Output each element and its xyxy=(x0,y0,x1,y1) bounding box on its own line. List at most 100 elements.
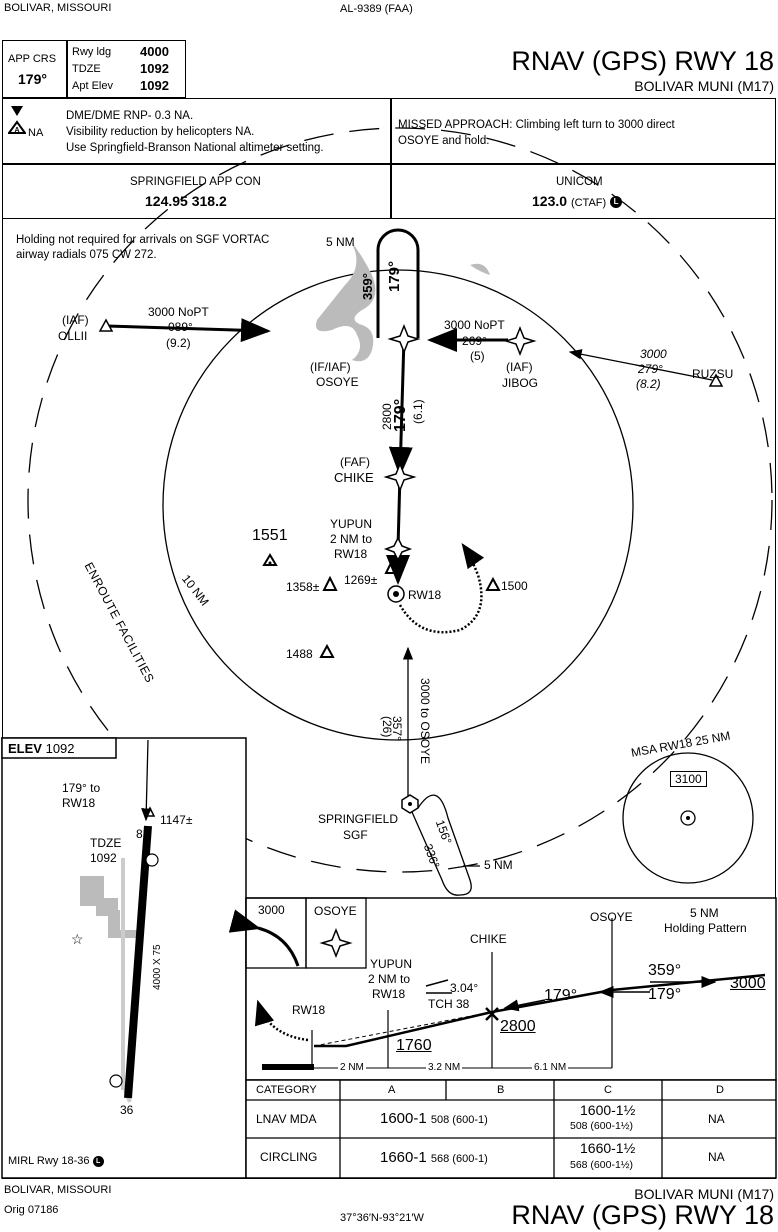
unicom-freq-line: 123.0 (CTAF) L xyxy=(532,193,623,209)
app-crs-label: APP CRS xyxy=(8,53,57,65)
jibog-label: JIBOG xyxy=(502,376,539,390)
obstacle-1358-value: 1358 xyxy=(286,580,313,594)
lake-shape-2 xyxy=(470,263,490,275)
ad-crs-1: 179° to xyxy=(62,781,101,795)
yupun-line-2: 2 NM to xyxy=(330,532,373,546)
footer-airport: BOLIVAR MUNI (M17) xyxy=(634,1186,774,1202)
obstacle-1500 xyxy=(485,576,501,591)
beacon-icon: ☆ xyxy=(71,931,84,947)
msa-circle xyxy=(622,752,754,884)
missed-approach-line-1: MISSED APPROACH: Climbing left turn to 3… xyxy=(398,119,675,131)
ad-obstacle-icon xyxy=(144,806,156,817)
obstacle-1269 xyxy=(384,560,398,574)
profile-rw18: RW18 xyxy=(292,1003,326,1017)
segment-dist: (6.1) xyxy=(411,399,425,424)
profile-yupun-3: RW18 xyxy=(372,987,406,1001)
vortac-route-dist: (26) xyxy=(380,716,394,738)
obstacle-1488 xyxy=(319,643,335,658)
note-3: Use Springfield-Branson National altimet… xyxy=(66,142,324,154)
na-symbol: NA xyxy=(28,127,44,139)
chike-label: CHIKE xyxy=(334,470,374,485)
lnav-label: LNAV MDA xyxy=(256,1112,317,1126)
ollii-alt: 3000 NoPT xyxy=(148,305,209,319)
minima-header-category: CATEGORY xyxy=(256,1084,317,1096)
runway-bottom-number: 36 xyxy=(120,1103,134,1117)
pilot-controlled-lighting-icon-2: L xyxy=(92,1155,104,1167)
jibog-fix xyxy=(503,325,537,357)
profile-dist-2: 3.2 NM xyxy=(426,1062,463,1073)
runway-18-36 xyxy=(124,825,152,1099)
minima-header-d: D xyxy=(716,1084,724,1096)
msa-altitude: 3100 xyxy=(670,771,707,787)
profile-crs-b: 179° xyxy=(648,986,682,1003)
yupun-fix xyxy=(383,536,413,562)
profile-dist-3: 6.1 NM xyxy=(532,1062,569,1073)
elev-value: 1092 xyxy=(45,741,75,756)
ad-crs-2: RW18 xyxy=(62,796,96,810)
note-2: Visibility reduction by helicopters NA. xyxy=(66,126,255,138)
footer-orig: Orig 07186 xyxy=(4,1204,59,1216)
obstacle-1358 xyxy=(322,575,338,591)
briefing-divider xyxy=(66,40,68,98)
osoye-hold xyxy=(376,228,420,338)
comms-divider xyxy=(390,164,392,219)
ollii-crs: 089° xyxy=(168,320,193,334)
circling-c-sub: 568 (600-1½) xyxy=(570,1159,634,1171)
obstacle-1551-label: 1551 xyxy=(252,527,288,544)
ollii-iaf: (IAF) xyxy=(62,313,89,327)
profile-osoye: OSOYE xyxy=(590,910,633,924)
final-crs-359: 359° xyxy=(360,273,375,300)
lighting-line: MIRL Rwy 18-36 L xyxy=(8,1155,104,1167)
yupun-label: YUPUN xyxy=(330,517,373,531)
apt-elev-value: 1092 xyxy=(140,78,169,93)
segment-crs: 179° xyxy=(392,398,409,432)
enroute-ring xyxy=(27,127,773,873)
apt-elev-label: Apt Elev xyxy=(72,80,113,92)
final-crs-179: 179° xyxy=(386,260,403,292)
profile-chike: CHIKE xyxy=(470,932,507,946)
lnav-c-sub: 508 (600-1½) xyxy=(570,1120,634,1132)
lnav-ab-sub: 508 (600-1) xyxy=(430,1114,488,1126)
ollii-label: OLLII xyxy=(58,329,88,343)
circling-d: NA xyxy=(708,1150,725,1164)
comms-box xyxy=(2,164,776,219)
jibog-crs: 269° xyxy=(462,334,487,348)
profile-missed-fix: OSOYE xyxy=(314,904,357,918)
jibog-alt: 3000 NoPT xyxy=(444,318,505,332)
circling-ab-main: 1660-1 xyxy=(380,1149,427,1166)
jibog-dist: (5) xyxy=(470,349,485,363)
ctaf-label: (CTAF) xyxy=(570,197,607,209)
profile-frame xyxy=(245,897,777,1081)
notes-divider xyxy=(390,98,392,164)
ad-tdze-value: 1092 xyxy=(90,851,117,865)
jibog-iaf: (IAF) xyxy=(506,360,533,374)
obstacle-1488-label: 1488 xyxy=(286,647,313,661)
chike-faf: (FAF) xyxy=(340,455,370,469)
yupun-line-3: RW18 xyxy=(334,547,368,561)
elev-label-line: ELEV 1092 xyxy=(8,741,75,756)
obstacle-1269-value: 1269 xyxy=(344,573,371,587)
obstacle-1269-label: 1269± xyxy=(344,573,378,587)
lnav-ab-line: 1600-1 508 (600-1) xyxy=(380,1110,488,1127)
lighting-label: MIRL Rwy 18-36 xyxy=(8,1155,90,1167)
lnav-ab-main: 1600-1 xyxy=(380,1110,427,1127)
briefing-box xyxy=(2,40,186,98)
elev-label: ELEV xyxy=(8,741,42,756)
ad-obstacle-value: 1147 xyxy=(160,813,186,827)
holding-note-2: airway radials 075 CW 272. xyxy=(16,249,157,261)
sgf-hold xyxy=(411,794,472,896)
ollii-route xyxy=(105,318,271,343)
chart-id: AL-9389 (FAA) xyxy=(340,3,413,15)
unicom-freq: 123.0 xyxy=(532,193,568,209)
runway-dimensions: 4000 X 75 xyxy=(152,944,163,990)
profile-tch: TCH 38 xyxy=(428,997,470,1011)
lnav-d: NA xyxy=(708,1112,725,1126)
missed-approach-line-2: OSOYE and hold. xyxy=(398,135,490,147)
parking-icon xyxy=(109,1074,123,1088)
footer-title: RNAV (GPS) RWY 18 xyxy=(511,1200,774,1230)
profile-crs-a: 179° xyxy=(544,987,578,1004)
footer-location: BOLIVAR, MISSOURI xyxy=(4,1184,112,1196)
tdze-label: TDZE xyxy=(72,63,101,75)
circling-ab-line: 1660-1 568 (600-1) xyxy=(380,1149,488,1166)
missed-approach-path xyxy=(398,542,485,634)
